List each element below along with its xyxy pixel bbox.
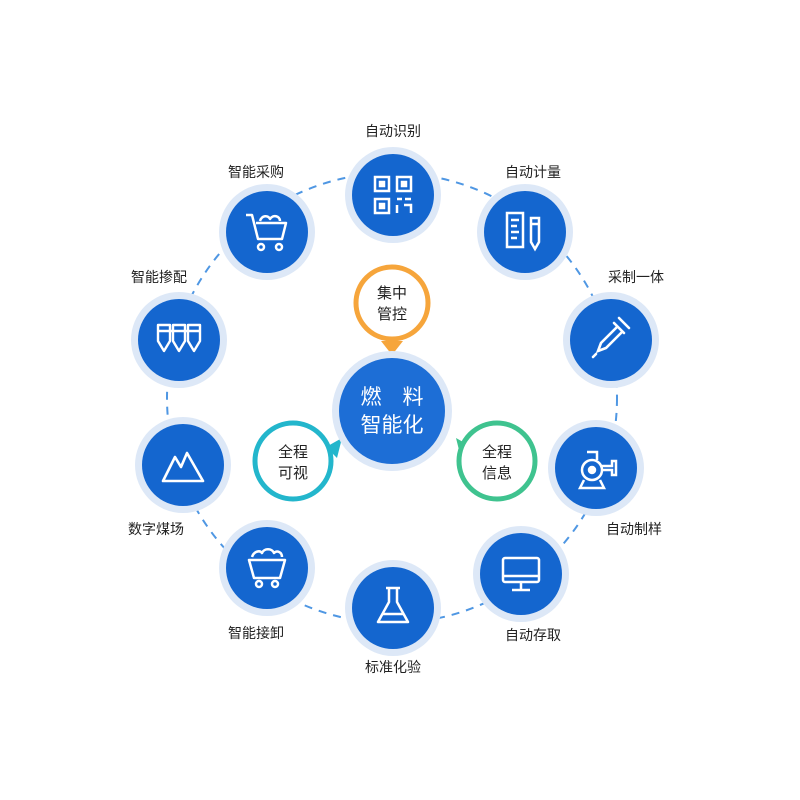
bubble-full-visibility: 全程 可视 [252,420,342,502]
node-label: 自动计量 [505,165,561,181]
bubble-line2: 可视 [278,464,308,482]
flask-icon [376,586,410,624]
sample-pump-icon [577,450,618,490]
node-standard-assay: 标准化验 [345,560,441,676]
gauge-pen-icon [505,211,541,252]
node-smart-unloading: 智能接卸 [219,520,315,642]
bubble-line2: 管控 [377,305,407,323]
node-label: 智能接卸 [228,625,284,642]
monitor-icon [501,556,541,592]
bubble-line1: 集中 [377,284,407,302]
node-label: 标准化验 [365,660,421,676]
node-smart-procurement: 智能采购 [219,165,315,280]
center-hub: 燃 料 智能化 [332,351,452,471]
bubble-centralized-control: 集中 管控 [353,264,431,355]
coal-pile-icon [161,451,205,483]
node-label: 自动识别 [365,124,421,140]
node-auto-metering: 自动计量 [477,165,573,280]
center-title-line2: 智能化 [361,413,424,437]
node-label: 自动存取 [505,628,561,644]
node-auto-sample-prep: 自动制样 [548,420,662,538]
node-label: 智能采购 [228,165,284,181]
bubble-line1: 全程 [482,443,512,461]
center-title-line1: 燃 料 [361,385,424,409]
bubble-full-information: 全程 信息 [456,420,538,502]
node-sampling-integrated: 采制一体 [563,270,664,388]
shopping-cart-icon [246,213,288,252]
node-label: 数字煤场 [128,522,184,538]
dropper-icon [591,316,631,359]
bubble-line2: 信息 [482,464,512,482]
qr-code-icon [373,175,413,215]
node-label: 采制一体 [608,270,664,286]
mine-cart-icon [247,548,287,589]
bubble-line1: 全程 [278,443,308,461]
node-digital-coal-yard: 数字煤场 [128,417,231,538]
blending-bins-icon [156,323,202,353]
node-auto-storage: 自动存取 [473,526,569,644]
node-label: 自动制样 [606,522,662,538]
node-smart-blending: 智能掺配 [131,269,227,388]
node-auto-identify: 自动识别 [345,124,441,243]
outer-dashed-ring [166,172,618,624]
node-label: 智能掺配 [131,269,187,286]
